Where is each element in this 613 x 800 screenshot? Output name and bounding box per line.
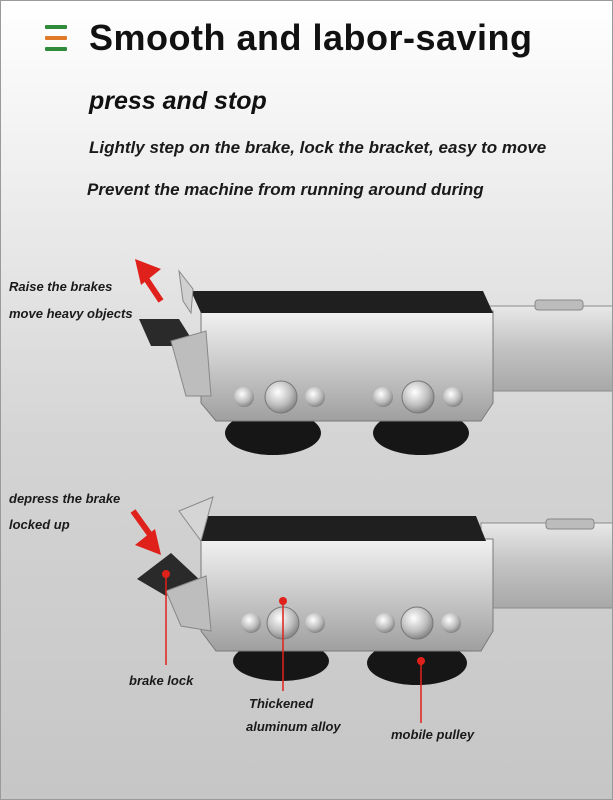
- description-line-2: Prevent the machine from running around …: [87, 180, 484, 199]
- depress-arrow-icon: [130, 509, 161, 555]
- callout-markers: [162, 570, 425, 723]
- logo-lines-icon: [45, 25, 67, 58]
- depress-label-1: depress the brake: [9, 491, 121, 506]
- alloy-label-1: Thickened: [249, 696, 314, 711]
- description-line-1: Lightly step on the brake, lock the brac…: [89, 138, 547, 157]
- alloy-label-2: aluminum alloy: [246, 719, 341, 734]
- raise-label-1: Raise the brakes: [9, 279, 113, 294]
- raise-label-2: move heavy objects: [9, 306, 133, 321]
- upper-caster-assembly: [135, 259, 612, 455]
- page-subtitle: press and stop: [89, 87, 267, 115]
- brake-lock-label: brake lock: [129, 673, 194, 688]
- raise-arrow-icon: [135, 259, 164, 303]
- depress-label-2: locked up: [9, 517, 70, 532]
- lower-caster-assembly: [130, 496, 612, 723]
- page-title: Smooth and labor-saving: [89, 17, 533, 58]
- pulley-label: mobile pulley: [391, 727, 475, 742]
